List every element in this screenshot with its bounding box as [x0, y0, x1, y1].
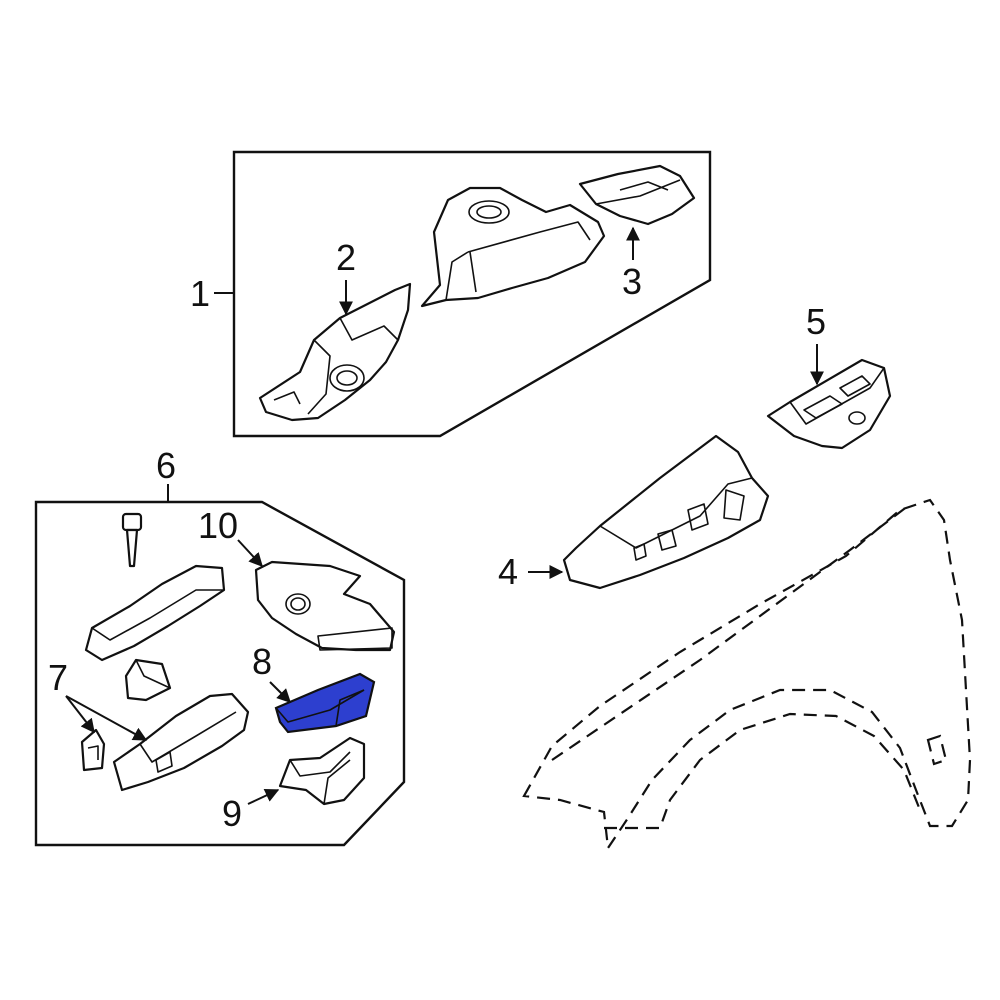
part-5-bracket[interactable]	[766, 358, 892, 450]
callout-1: 1	[190, 273, 210, 314]
upper-apron-part[interactable]	[420, 186, 606, 308]
callout-8: 8	[252, 641, 272, 682]
callout-7: 7	[48, 657, 68, 698]
callout-8-leader	[269, 681, 291, 703]
group-1-frame	[232, 150, 712, 438]
callout-7-leader-a	[65, 695, 95, 734]
callout-10: 10	[198, 505, 238, 546]
bolt-part[interactable]	[121, 512, 143, 568]
callout-5: 5	[806, 301, 826, 342]
part-7-lower-rail[interactable]	[112, 692, 250, 792]
callout-6: 6	[156, 445, 176, 486]
part-9-bracket[interactable]	[278, 736, 366, 806]
group-6-frame	[34, 500, 406, 847]
callout-3: 3	[622, 261, 642, 302]
callout-4: 4	[498, 551, 518, 592]
callout-9: 9	[222, 793, 242, 834]
part-8-body	[274, 672, 376, 734]
callout-2: 2	[336, 237, 356, 278]
part-10-bracket[interactable]	[254, 560, 396, 652]
part-3-bracket[interactable]	[578, 164, 696, 226]
part-2-wheelhouse[interactable]	[258, 282, 412, 422]
callout-9-leader	[247, 788, 280, 805]
callout-7-leader-b	[65, 695, 148, 741]
part-8-highlighted[interactable]	[274, 672, 376, 734]
upper-rail-part[interactable]	[84, 564, 226, 662]
small-bracket-part[interactable]	[124, 658, 172, 702]
part-4-rail[interactable]	[562, 434, 770, 590]
part-7-small-piece[interactable]	[80, 728, 106, 772]
callout-10-leader	[237, 539, 263, 568]
fender-outline	[522, 498, 972, 852]
